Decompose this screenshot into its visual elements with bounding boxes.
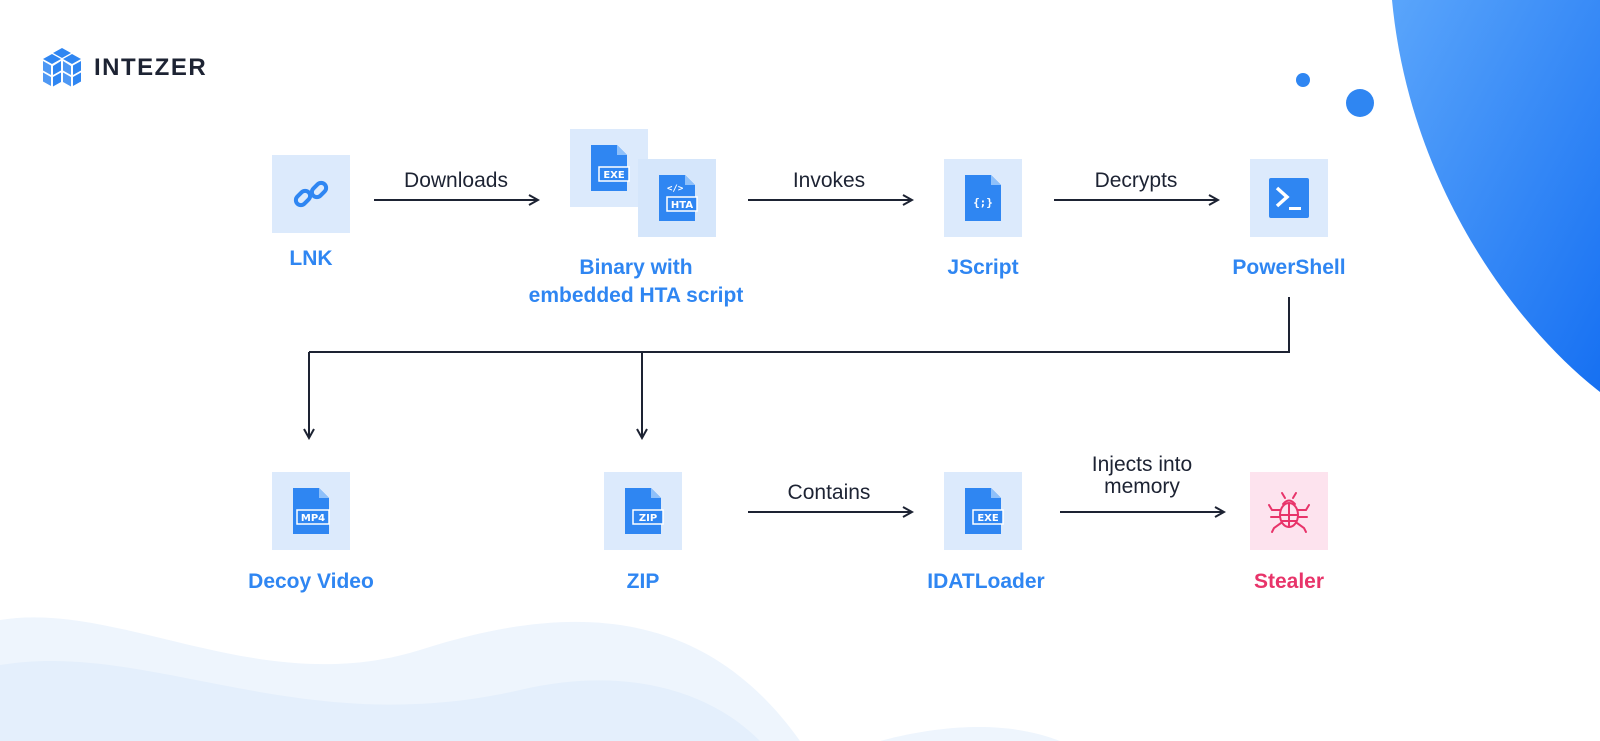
node-binary-label-line2: embedded HTA script [528, 284, 744, 307]
node-binary-tile-back: EXE [570, 129, 648, 207]
bottom-wave-right [880, 727, 1060, 741]
brand-name: INTEZER [94, 54, 208, 81]
node-powershell-label: PowerShell [1232, 256, 1346, 279]
node-lnk-label: LNK [289, 247, 333, 270]
jscript-tag: {;} [973, 196, 993, 209]
cube-logo-icon [43, 48, 81, 87]
node-lnk-tile [272, 155, 350, 233]
corner-blob [1392, 0, 1600, 392]
edge-label-invokes: Invokes [792, 169, 866, 192]
exe-tag: EXE [603, 170, 625, 181]
svg-text:</>: </> [667, 184, 684, 194]
node-jscript-tile: {;} [944, 159, 1022, 237]
terminal-icon [1269, 178, 1309, 218]
mp4-tag: MP4 [301, 513, 325, 524]
large-dot [1346, 89, 1374, 117]
idat-exe-tag: EXE [977, 513, 999, 524]
edge-label-decrypts: Decrypts [1094, 169, 1178, 192]
small-dot [1296, 73, 1310, 87]
bug-icon [1268, 492, 1310, 533]
node-binary-label-line1: Binary with [579, 256, 693, 279]
edge-label-injects-line1: Injects into [1091, 453, 1193, 476]
edge-label-downloads: Downloads [404, 169, 508, 192]
brand-logo: INTEZER [42, 46, 207, 90]
link-icon [293, 180, 329, 208]
node-decoy-tile: MP4 [272, 472, 350, 550]
node-stealer-label: Stealer [1253, 570, 1325, 593]
node-jscript-label: JScript [947, 256, 1019, 279]
node-decoy-label: Decoy Video [248, 570, 374, 593]
node-zip-tile: ZIP [604, 472, 682, 550]
edge-label-contains: Contains [787, 481, 871, 504]
node-stealer-tile [1250, 472, 1328, 550]
exe-file-icon: EXE [965, 488, 1004, 534]
exe-file-icon: EXE [591, 145, 630, 191]
bottom-wave-front [0, 660, 760, 741]
zip-file-icon: ZIP [625, 488, 664, 534]
node-idat-tile: EXE [944, 472, 1022, 550]
hta-file-icon: </> HTA [659, 175, 698, 221]
connector-powershell-branch [309, 297, 1290, 353]
mp4-file-icon: MP4 [293, 488, 330, 534]
node-binary-tile-front: </> HTA [638, 159, 716, 237]
hta-tag: HTA [671, 200, 693, 211]
edge-label-injects-line2: memory [1104, 475, 1180, 498]
node-powershell-tile [1250, 159, 1328, 237]
node-idat-label: IDATLoader [927, 570, 1045, 593]
node-zip-label: ZIP [626, 570, 660, 593]
zip-tag: ZIP [639, 513, 657, 524]
jscript-file-icon: {;} [965, 175, 1001, 221]
